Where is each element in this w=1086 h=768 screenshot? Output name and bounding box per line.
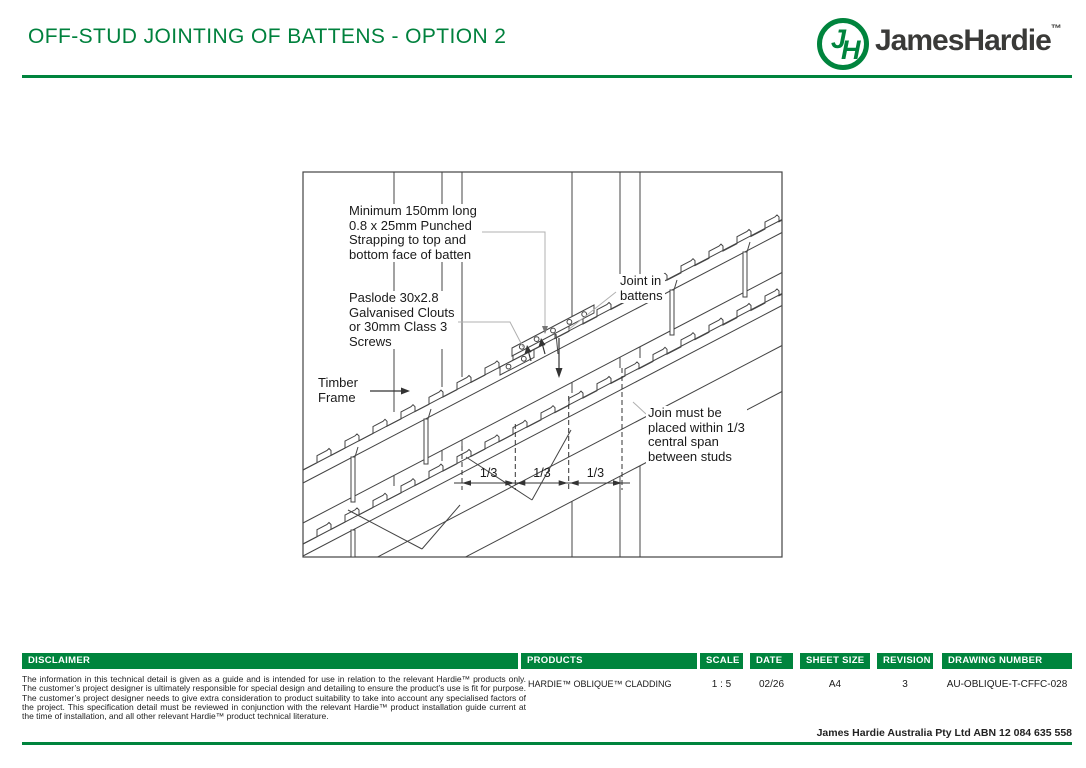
punched-strapping-plate [499,304,595,376]
footer-divider [22,742,1072,745]
disclaimer-text: The information in this technical detail… [22,674,526,722]
products-value: HARDIE™ OBLIQUE™ CLADDING [528,679,672,689]
revision-value: 3 [902,679,908,690]
header-divider [22,75,1072,78]
cladding-zigzag-profile-lower [303,288,782,545]
brand-wordmark: JamesHardie™ [875,23,1062,58]
brand-name: JamesHardie [875,24,1052,57]
dimension-lines: 1/3 1/3 1/3 [454,368,630,490]
dim-third-2: 1/3 [533,466,550,480]
dim-third-1: 1/3 [480,466,497,480]
column-header-sheet-size: SHEET SIZE [800,653,870,669]
strapping-note: Minimum 150mm long 0.8 x 25mm Punched St… [347,203,479,263]
monogram-j: J [831,24,847,54]
join-location-note: Join must be placed within 1/3 central s… [646,405,747,465]
dim-third-3: 1/3 [587,466,604,480]
column-header-revision: REVISION [877,653,933,669]
nogging-lines [347,429,572,550]
sheet-size-value: A4 [828,679,842,690]
batten-lower [303,288,782,557]
leader-arrowhead [542,326,548,334]
dimension-arrowheads [462,480,622,486]
leader-lines [458,231,647,415]
page-title: OFF-STUD JOINTING OF BATTENS - OPTION 2 [28,25,507,48]
jh-monogram-icon: J H [817,18,869,70]
column-header-disclaimer: DISCLAIMER [22,653,518,669]
column-header-products: PRODUCTS [521,653,697,669]
fastener-note: Paslode 30x2.8 Galvanised Clouts or 30mm… [347,290,457,350]
column-header-scale: SCALE [700,653,743,669]
scale-value: 1 : 5 [711,679,732,690]
company-abn-line: James Hardie Australia Pty Ltd ABN 12 08… [816,727,1072,739]
column-header-drawing-number: DRAWING NUMBER [942,653,1072,669]
jameshardie-logo: J H JamesHardie™ [817,17,1075,71]
trademark-symbol: ™ [1050,23,1062,35]
joint-in-battens-label: Joint in battens [618,273,665,304]
timber-frame-label: Timber Frame [316,375,360,406]
date-value: 02/26 [758,679,785,690]
column-header-date: DATE [750,653,793,669]
batten-butt-joint-line [555,333,559,355]
monogram-h: H [841,35,861,65]
batten-joint-strips [350,241,751,557]
drawing-number-value: AU-OBLIQUE-T-CFFC-028 [946,679,1068,690]
dimension-labels: 1/3 1/3 1/3 [480,466,604,480]
strapping-holes [505,311,588,370]
joint-arrows [370,338,563,395]
